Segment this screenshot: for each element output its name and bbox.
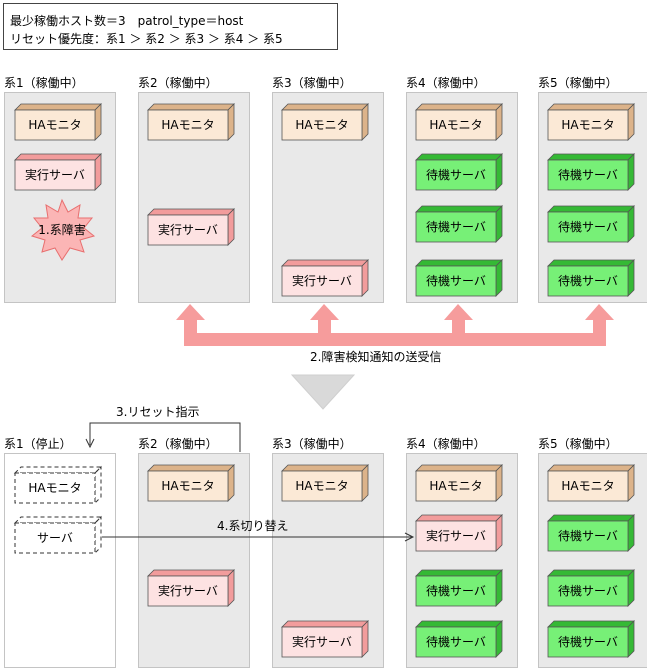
top-column-title-1: 系1（稼働中） [4,76,84,90]
top-column-title-3: 系3（稼働中） [272,76,352,90]
top-box-label-4-4: 待機サーバ [426,274,486,288]
top-box-label-3-2: 実行サーバ [292,274,352,288]
top-box-label-1-1: HAモニタ [28,118,82,132]
top-column-title-5: 系5（稼働中） [538,76,618,90]
bottom-box-label-2-1: HAモニタ [161,479,215,493]
bottom-box-3-1 [281,464,369,502]
bottom-box-5-4 [547,620,635,658]
bottom-box-1-1 [13,465,103,505]
failure-label: 1.系障害 [38,223,86,237]
reset-instruction-label: 3.リセット指示 [116,405,200,419]
top-box-label-4-2: 待機サーバ [426,168,486,182]
top-box-label-5-2: 待機サーバ [558,168,618,182]
bottom-box-label-3-1: HAモニタ [295,479,349,493]
bottom-box-5-3 [547,569,635,607]
bottom-box-1-2 [13,515,103,555]
top-box-5-4 [547,259,635,297]
top-box-4-4 [415,259,503,297]
bottom-box-label-1-2: サーバ [37,531,73,545]
top-box-1-2 [14,153,102,191]
top-box-5-3 [547,205,635,243]
reset-instruction-arrow [85,422,241,452]
top-box-label-5-3: 待機サーバ [558,220,618,234]
failure-burst-icon [30,198,96,261]
bottom-box-4-2 [415,514,503,552]
bottom-box-2-2 [147,569,235,607]
top-box-5-2 [547,153,635,191]
top-box-label-4-1: HAモニタ [429,118,483,132]
top-box-2-1 [147,103,235,141]
bottom-box-label-5-3: 待機サーバ [558,584,618,598]
top-box-label-4-3: 待機サーバ [426,220,486,234]
top-box-label-5-1: HAモニタ [561,118,615,132]
bottom-box-4-3 [415,569,503,607]
top-box-5-1 [547,103,635,141]
top-box-4-1 [415,103,503,141]
transition-down-arrow [290,374,356,410]
bottom-box-label-3-2: 実行サーバ [292,635,352,649]
bottom-box-5-2 [547,514,635,552]
top-box-4-3 [415,205,503,243]
bottom-box-label-4-1: HAモニタ [429,479,483,493]
bottom-box-3-2 [281,620,369,658]
top-box-label-5-4: 待機サーバ [558,274,618,288]
top-box-3-2 [281,259,369,297]
bottom-box-label-5-2: 待機サーバ [558,529,618,543]
bottom-column-title-2: 系2（稼働中） [138,437,218,451]
bottom-box-label-4-3: 待機サーバ [426,584,486,598]
bottom-box-label-1-1: HAモニタ [28,481,82,495]
bottom-column-title-1: 系1（停止） [4,437,72,451]
notify-label: 2.障害検知通知の送受信 [310,350,442,364]
bottom-column-title-3: 系3（稼働中） [272,437,352,451]
config-line-priority: リセット優先度：系1 ＞ 系2 ＞ 系3 ＞ 系4 ＞ 系5 [10,32,283,46]
notify-arrow [176,304,614,346]
top-box-1-1 [14,103,102,141]
top-box-3-1 [281,103,369,141]
switchover-label: 4.系切り替え [217,519,289,533]
bottom-column-title-5: 系5（稼働中） [538,437,618,451]
top-box-2-2 [147,208,235,246]
bottom-box-2-1 [147,464,235,502]
bottom-box-label-2-2: 実行サーバ [158,584,218,598]
top-box-4-2 [415,153,503,191]
top-box-label-3-1: HAモニタ [295,118,349,132]
bottom-box-label-4-2: 実行サーバ [426,529,486,543]
bottom-column-title-4: 系4（稼働中） [406,437,486,451]
bottom-box-4-4 [415,620,503,658]
bottom-box-label-5-1: HAモニタ [561,479,615,493]
top-column-title-2: 系2（稼働中） [138,76,218,90]
switchover-arrow [102,532,415,542]
bottom-box-5-1 [547,464,635,502]
top-box-label-1-2: 実行サーバ [25,168,85,182]
top-box-label-2-1: HAモニタ [161,118,215,132]
bottom-box-label-5-4: 待機サーバ [558,635,618,649]
bottom-box-label-4-4: 待機サーバ [426,635,486,649]
config-info-box: 最少稼働ホスト数＝3 patrol_type＝host リセット優先度：系1 ＞… [3,3,338,50]
top-box-label-2-2: 実行サーバ [158,223,218,237]
top-column-title-4: 系4（稼働中） [406,76,486,90]
config-line-hosts: 最少稼働ホスト数＝3 patrol_type＝host [10,14,244,28]
bottom-box-4-1 [415,464,503,502]
